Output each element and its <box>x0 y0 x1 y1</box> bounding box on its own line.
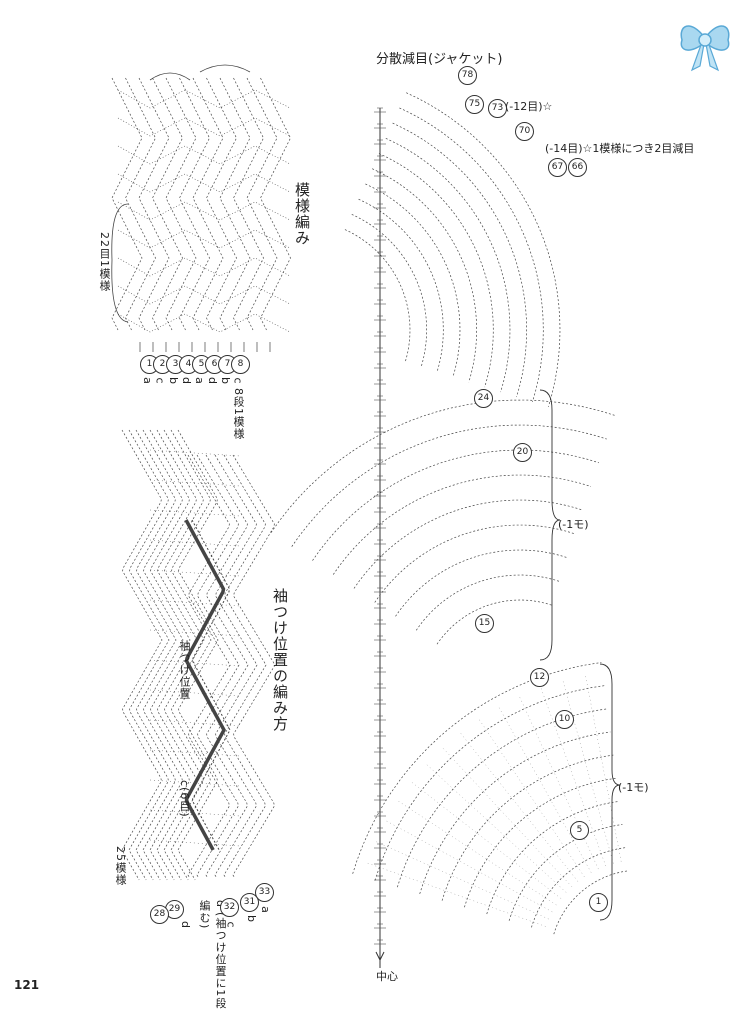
row-letter: a <box>140 377 154 384</box>
bottom-row-number: 28 <box>150 905 169 924</box>
bottom-row-number: 32 <box>220 898 239 917</box>
row-marker: 15 <box>475 614 494 633</box>
row-letter: a <box>192 377 206 384</box>
row-letter: b <box>166 377 180 384</box>
row-marker: 75 <box>465 95 484 114</box>
repeat-label: 22目1模様 <box>98 232 111 292</box>
middle-bracket-label: (-1モ) <box>558 518 589 531</box>
page-number: 121 <box>14 978 40 992</box>
row-marker: 12 <box>530 668 549 687</box>
row-marker: 5 <box>570 821 589 840</box>
pattern-title: 模様編み <box>293 182 311 246</box>
bottom-row-number: 31 <box>240 893 259 912</box>
row-letter: c <box>231 377 245 384</box>
bottom-row-letter: d <box>178 921 192 928</box>
lower-bracket-label: (-1モ) <box>618 781 649 794</box>
center-label: 中心 <box>376 970 398 983</box>
sleeve-section-title: 袖つけ位置の編み方 <box>271 588 289 732</box>
row-marker: 73 <box>488 99 507 118</box>
note-minus-12: (-12目)☆ <box>505 100 553 113</box>
stitch-marker-label: c(6目) <box>178 780 191 818</box>
ribbon-logo-icon <box>680 25 730 72</box>
bottom-row-letter: c <box>224 921 238 928</box>
sleeve-note: d'(袖つけ位置に1段編む) <box>198 900 227 1010</box>
bottom-row-letter: a <box>258 906 272 913</box>
row-marker: 1 <box>589 893 608 912</box>
row-marker: 67 <box>548 158 567 177</box>
row-number: 8 <box>231 355 250 374</box>
row-marker: 78 <box>458 66 477 85</box>
bottom-row-number: 33 <box>255 883 274 902</box>
bottom-row-letter: b <box>244 915 258 922</box>
motif-count-label: 25模様 <box>114 846 127 886</box>
row-legend: 8段1模様 <box>232 388 245 440</box>
row-marker: 66 <box>568 158 587 177</box>
row-marker: 20 <box>513 443 532 462</box>
note-minus-14: (-14目)☆1模様につき2目減目 <box>545 142 695 155</box>
row-marker: 24 <box>474 389 493 408</box>
row-letter: d <box>205 377 219 384</box>
row-marker: 10 <box>555 710 574 729</box>
decrease-title: 分散減目(ジャケット) <box>376 52 503 67</box>
row-marker: 70 <box>515 122 534 141</box>
row-letter: b <box>218 377 232 384</box>
row-letter: d <box>179 377 193 384</box>
row-letter: c <box>153 377 167 384</box>
sleeve-position-label: 袖つけ位置 <box>178 640 191 700</box>
